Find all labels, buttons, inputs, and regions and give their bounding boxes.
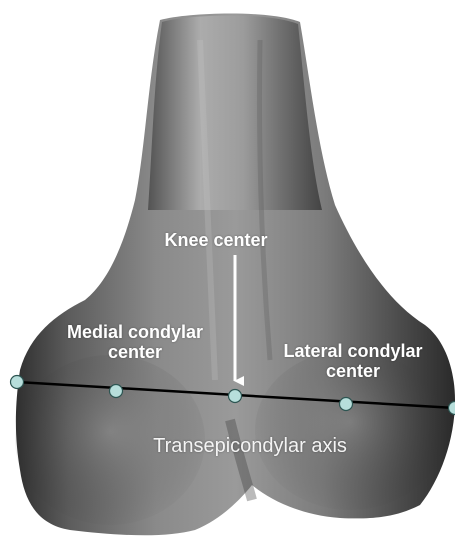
medial-condylar-center-label: Medial condylar center <box>40 323 230 363</box>
lateral-condylar-center-label: Lateral condylar center <box>258 342 448 382</box>
knee-center-text: Knee center <box>164 230 267 250</box>
knee-center-label: Knee center <box>151 231 281 251</box>
axis-label-text: Transepicondylar axis <box>153 435 347 457</box>
lateral-label-line2: center <box>258 362 448 382</box>
shaft-shading <box>148 16 322 211</box>
medial-label-line2: center <box>40 343 230 363</box>
medial-epicondyle-marker <box>11 376 24 389</box>
knee-center-marker <box>229 390 242 403</box>
medial-condylar-center-marker <box>110 385 123 398</box>
medial-label-line1: Medial condylar <box>40 323 230 343</box>
lateral-condylar-center-marker <box>340 398 353 411</box>
transepicondylar-axis-label: Transepicondylar axis <box>120 435 380 457</box>
lateral-label-line1: Lateral condylar <box>258 342 448 362</box>
